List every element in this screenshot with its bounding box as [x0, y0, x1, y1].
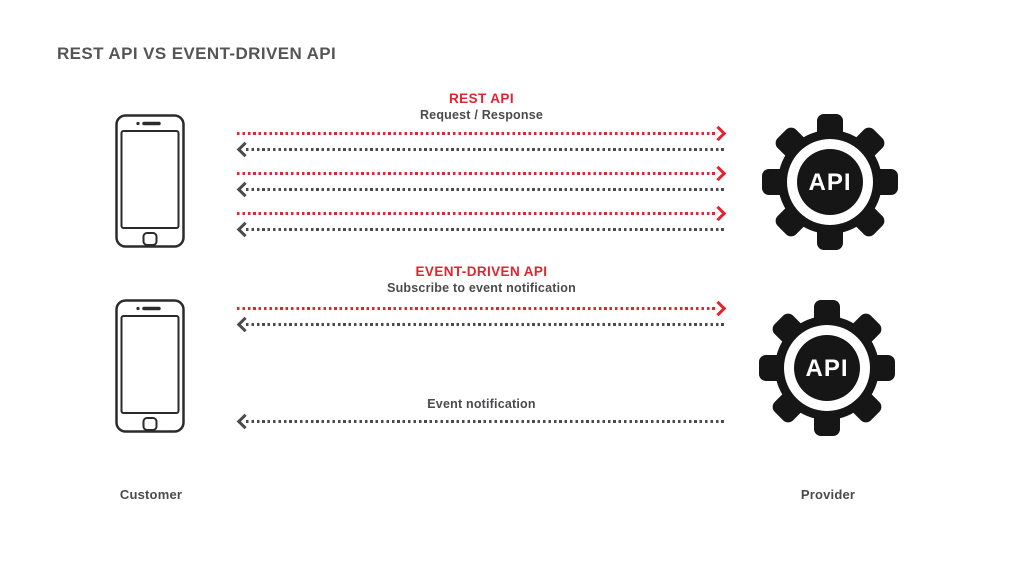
api-gear-label: API: [808, 169, 851, 196]
arrowhead-left-icon: [236, 141, 253, 157]
arrowhead-left-icon: [236, 413, 253, 429]
dotted-line: [246, 187, 726, 191]
dotted-arrow-left: [236, 141, 726, 157]
dotted-line: [237, 131, 717, 135]
arrowhead-right-icon: [710, 165, 727, 181]
rest-api-heading: REST API: [449, 91, 514, 106]
arrowhead-right-icon: [710, 205, 727, 221]
dotted-arrow-left: [236, 316, 726, 332]
dotted-line: [246, 322, 726, 326]
api-gear-icon: API: [757, 298, 897, 438]
api-gear-label: API: [805, 355, 848, 382]
event-driven-heading: EVENT-DRIVEN API: [415, 264, 548, 279]
page-title: REST API VS EVENT-DRIVEN API: [57, 44, 337, 63]
customer-label: Customer: [119, 487, 183, 502]
dotted-line: [237, 211, 717, 215]
rest-arrows: [236, 125, 727, 247]
api-gear-icon: API: [760, 112, 900, 252]
event-driven-subheading: Subscribe to event notification: [387, 281, 576, 295]
arrowhead-right-icon: [710, 125, 727, 141]
dotted-arrow-right: [237, 300, 727, 316]
dotted-arrow-left: [236, 221, 726, 237]
dotted-arrow-right: [237, 205, 727, 221]
dotted-arrow-right: [237, 125, 727, 141]
dotted-arrow-right: [237, 165, 727, 181]
event-subscribe-arrows: [236, 300, 727, 342]
arrowhead-right-icon: [710, 300, 727, 316]
dotted-arrow-left: [236, 181, 726, 197]
dotted-line: [237, 306, 717, 310]
arrowhead-left-icon: [236, 221, 253, 237]
event-notification-arrows: [236, 413, 726, 429]
event-section-heading: EVENT-DRIVEN API Subscribe to event noti…: [237, 263, 726, 297]
smartphone-icon: [115, 299, 185, 433]
rest-api-subheading: Request / Response: [419, 108, 544, 122]
dotted-line: [237, 171, 717, 175]
dotted-line: [246, 147, 726, 151]
smartphone-icon: [115, 114, 185, 248]
dotted-line: [246, 227, 726, 231]
dotted-line: [246, 419, 726, 423]
rest-section-heading: REST API Request / Response: [237, 90, 726, 124]
dotted-arrow-left: [236, 413, 726, 429]
event-notification-label: Event notification: [427, 397, 536, 411]
arrowhead-left-icon: [236, 316, 253, 332]
arrowhead-left-icon: [236, 181, 253, 197]
provider-label: Provider: [800, 487, 856, 502]
